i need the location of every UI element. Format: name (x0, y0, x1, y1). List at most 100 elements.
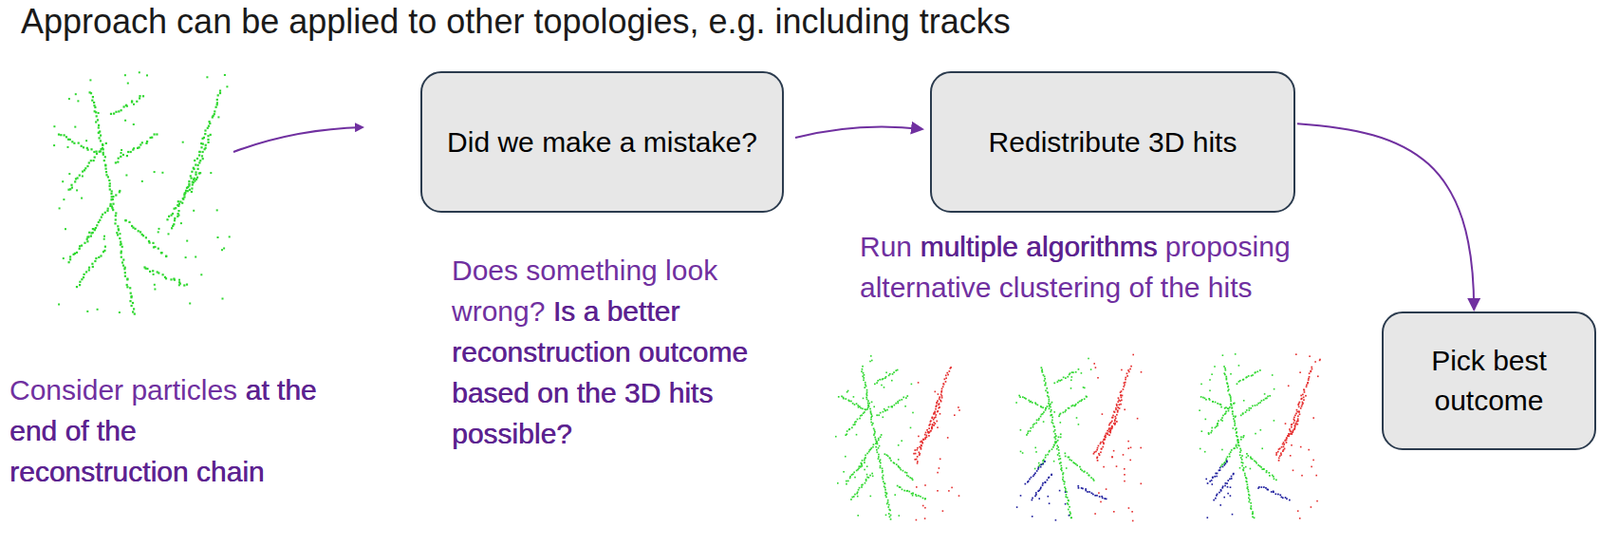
hit (1225, 411, 1228, 414)
hit (1204, 450, 1207, 453)
hit (100, 148, 103, 150)
hit (1311, 368, 1314, 371)
hit (847, 399, 850, 402)
hit (126, 278, 129, 280)
hit (886, 491, 889, 494)
hit (198, 161, 201, 164)
hit (1310, 465, 1313, 468)
hit (1041, 366, 1043, 369)
hit (173, 207, 176, 210)
hit (99, 139, 102, 142)
hit (1097, 459, 1099, 462)
hit (78, 247, 81, 250)
hit (1214, 472, 1217, 475)
hit (1044, 454, 1047, 457)
hit (209, 133, 212, 136)
hit (1243, 378, 1246, 381)
hit (198, 153, 201, 156)
hit (97, 126, 100, 129)
hit (78, 283, 81, 286)
annotation: Run multiple algorithms proposing altern… (859, 225, 1373, 308)
hit (1123, 409, 1126, 411)
hit (849, 477, 852, 480)
hit (1053, 444, 1056, 447)
hit (1279, 454, 1282, 457)
hit (864, 482, 867, 484)
hit (924, 506, 927, 509)
hit (850, 400, 853, 403)
hit (78, 280, 81, 283)
hit (204, 132, 206, 135)
hit (888, 512, 891, 515)
hit (885, 514, 888, 517)
hit (217, 236, 220, 239)
hit (1094, 494, 1097, 497)
hit (126, 278, 129, 280)
hit (1044, 407, 1047, 410)
hit (86, 310, 89, 313)
hit (1294, 427, 1297, 429)
hit (98, 136, 101, 139)
hit (1048, 405, 1051, 408)
hit (1246, 477, 1248, 480)
hit (866, 465, 869, 467)
hit (1064, 409, 1067, 411)
hit (90, 159, 93, 162)
hit (928, 434, 931, 437)
hit (911, 477, 913, 480)
hit (1100, 495, 1103, 498)
hit (1209, 390, 1211, 392)
hit (1026, 431, 1029, 434)
hit (893, 493, 896, 496)
hit (1090, 476, 1093, 479)
hit (862, 372, 865, 374)
hit (930, 426, 933, 428)
hit (862, 411, 865, 414)
hit (61, 180, 64, 183)
hit (107, 175, 110, 178)
hit (938, 406, 941, 409)
box-label: Did we make a mistake? (446, 122, 758, 163)
hit (1218, 491, 1221, 494)
hit (207, 141, 210, 144)
hit (1202, 396, 1205, 399)
hit (145, 236, 148, 239)
hit (124, 219, 127, 222)
hit (1058, 435, 1061, 438)
hit (1249, 467, 1252, 470)
hit (1294, 414, 1297, 417)
hit (1249, 506, 1252, 509)
hit (1040, 405, 1042, 408)
hit (853, 471, 856, 474)
hit (1297, 419, 1300, 422)
hit (105, 167, 108, 170)
hit (1067, 502, 1070, 505)
hit (1124, 378, 1127, 381)
hit (1116, 465, 1118, 467)
hit (1129, 368, 1132, 371)
hit (1259, 401, 1262, 404)
hit (133, 313, 136, 316)
hit (119, 241, 122, 243)
hit (1081, 487, 1084, 490)
hit (1257, 464, 1260, 466)
hit (1072, 404, 1075, 407)
hit (1029, 429, 1032, 432)
hit (1035, 491, 1038, 494)
hit (1041, 413, 1043, 416)
hit (873, 406, 875, 409)
hit (1130, 446, 1133, 449)
hit (95, 114, 98, 117)
slide-title: Approach can be applied to other topolog… (20, 1, 1011, 42)
hit (1231, 412, 1234, 415)
annotation: Consider particles at the end of the rec… (9, 369, 323, 492)
hit (178, 279, 181, 281)
hit (1114, 410, 1117, 413)
hit (902, 469, 905, 472)
hit (68, 97, 71, 100)
hit (1097, 491, 1100, 494)
hit (1092, 478, 1095, 481)
hit (196, 157, 199, 160)
hit (922, 438, 925, 441)
hit (891, 379, 894, 382)
